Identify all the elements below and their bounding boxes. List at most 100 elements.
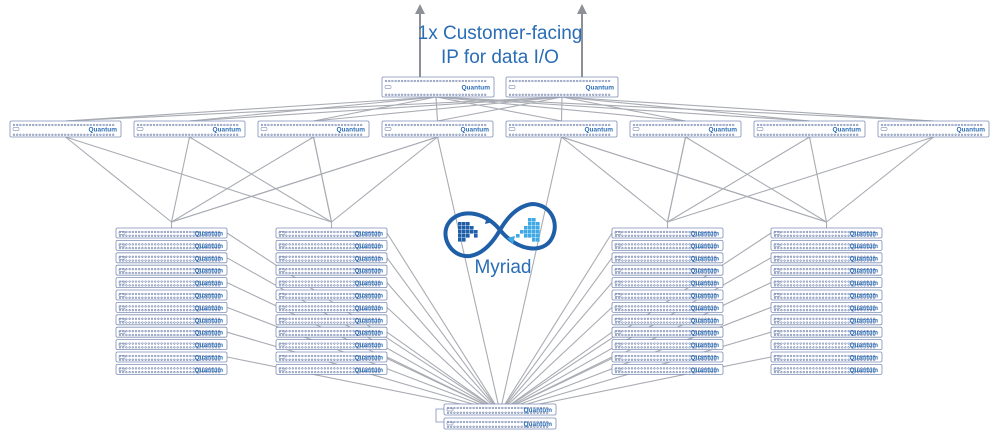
cluster-4-node-6: Quantum — [770, 289, 883, 301]
server-label: Quantum — [194, 330, 223, 337]
cluster-3-node-11: Quantum — [611, 351, 724, 363]
server-label: Quantum — [354, 342, 383, 349]
server-label: Quantum — [354, 243, 383, 250]
cluster-3-node-4: Quantum — [611, 264, 724, 276]
cluster-4-node-2: Quantum — [770, 239, 883, 251]
server-label: Quantum — [354, 367, 383, 374]
cluster-3-node-1: Quantum — [611, 227, 724, 239]
server-label: Quantum — [354, 330, 383, 337]
cluster-1-node-12: Quantum — [115, 363, 228, 375]
server-label: Quantum — [354, 268, 383, 275]
cluster-4-node-5: Quantum — [770, 277, 883, 289]
cluster-4-node-12: Quantum — [770, 363, 883, 375]
server-label: Quantum — [849, 367, 878, 374]
cluster-2-node-10: Quantum — [275, 339, 388, 351]
server-label: Quantum — [849, 317, 878, 324]
leaf-switch-2: Quantum — [133, 120, 246, 138]
cluster-4-node-3: Quantum — [770, 252, 883, 264]
server-label: Quantum — [354, 317, 383, 324]
cluster-1-node-3: Quantum — [115, 252, 228, 264]
server-label: Quantum — [849, 255, 878, 262]
leaf-switch-5: Quantum — [505, 120, 618, 138]
cluster-2-node-5: Quantum — [275, 277, 388, 289]
cluster-3-node-7: Quantum — [611, 301, 724, 313]
server-label: Quantum — [690, 355, 719, 362]
cluster-1-node-8: Quantum — [115, 314, 228, 326]
cluster-2-node-2: Quantum — [275, 239, 388, 251]
cluster-4-node-1: Quantum — [770, 227, 883, 239]
server-label: Quantum — [690, 342, 719, 349]
cluster-4-node-9: Quantum — [770, 326, 883, 338]
server-label: Quantum — [194, 231, 223, 238]
server-label: Quantum — [584, 127, 613, 134]
server-label: Quantum — [690, 305, 719, 312]
cluster-1-node-2: Quantum — [115, 239, 228, 251]
server-label: Quantum — [585, 85, 614, 92]
server-label: Quantum — [194, 280, 223, 287]
server-label: Quantum — [194, 243, 223, 250]
server-label: Quantum — [690, 231, 719, 238]
header-line-1: 1x Customer-facing — [417, 23, 583, 44]
server-label: Quantum — [690, 255, 719, 262]
server-label: Quantum — [194, 317, 223, 324]
server-label: Quantum — [849, 293, 878, 300]
server-label: Quantum — [849, 330, 878, 337]
server-label: Quantum — [956, 127, 985, 134]
server-label: Quantum — [849, 243, 878, 250]
cluster-2-node-3: Quantum — [275, 252, 388, 264]
uplink-arrows — [415, 4, 587, 77]
cluster-1-node-7: Quantum — [115, 301, 228, 313]
cluster-3-node-5: Quantum — [611, 277, 724, 289]
cluster-3-node-10: Quantum — [611, 339, 724, 351]
server-label: Quantum — [849, 231, 878, 238]
server-label: Quantum — [690, 367, 719, 374]
server-label: Quantum — [460, 127, 489, 134]
cluster-2-node-7: Quantum — [275, 301, 388, 313]
server-label: Quantum — [194, 367, 223, 374]
server-label: Quantum — [708, 127, 737, 134]
server-label: Quantum — [194, 305, 223, 312]
cluster-1-node-1: Quantum — [115, 227, 228, 239]
bottom-unit-2: Quantum — [443, 417, 557, 430]
server-label: Quantum — [690, 293, 719, 300]
top-switch-2: Quantum — [505, 76, 619, 98]
server-label: Quantum — [690, 317, 719, 324]
server-label: Quantum — [194, 293, 223, 300]
cluster-3-node-3: Quantum — [611, 252, 724, 264]
server-label: Quantum — [690, 280, 719, 287]
server-label: Quantum — [194, 268, 223, 275]
cluster-1-node-11: Quantum — [115, 351, 228, 363]
leaf-switch-6: Quantum — [629, 120, 742, 138]
cluster-2-node-9: Quantum — [275, 326, 388, 338]
server-label: Quantum — [336, 127, 365, 134]
cluster-2-node-8: Quantum — [275, 314, 388, 326]
leaf-switch-4: Quantum — [381, 120, 494, 138]
server-label: Quantum — [523, 421, 552, 428]
server-label: Quantum — [88, 127, 117, 134]
server-label: Quantum — [849, 305, 878, 312]
cluster-1-node-10: Quantum — [115, 339, 228, 351]
cluster-3-node-6: Quantum — [611, 289, 724, 301]
server-label: Quantum — [194, 255, 223, 262]
server-label: Quantum — [354, 280, 383, 287]
server-label: Quantum — [849, 342, 878, 349]
cluster-3-node-8: Quantum — [611, 314, 724, 326]
server-label: Quantum — [354, 255, 383, 262]
cluster-1-node-4: Quantum — [115, 264, 228, 276]
server-label: Quantum — [849, 355, 878, 362]
server-label: Quantum — [194, 342, 223, 349]
server-label: Quantum — [832, 127, 861, 134]
leaf-switch-8: Quantum — [877, 120, 990, 138]
cluster-1-node-9: Quantum — [115, 326, 228, 338]
cluster-1-node-5: Quantum — [115, 277, 228, 289]
cluster-2-node-1: Quantum — [275, 227, 388, 239]
server-label: Quantum — [523, 407, 552, 414]
top-switch-1: Quantum — [381, 76, 495, 98]
leaf-switch-3: Quantum — [257, 120, 370, 138]
server-label: Quantum — [212, 127, 241, 134]
cluster-3-node-9: Quantum — [611, 326, 724, 338]
server-label: Quantum — [849, 280, 878, 287]
server-label: Quantum — [354, 293, 383, 300]
bottom-unit-1: Quantum — [443, 403, 557, 416]
